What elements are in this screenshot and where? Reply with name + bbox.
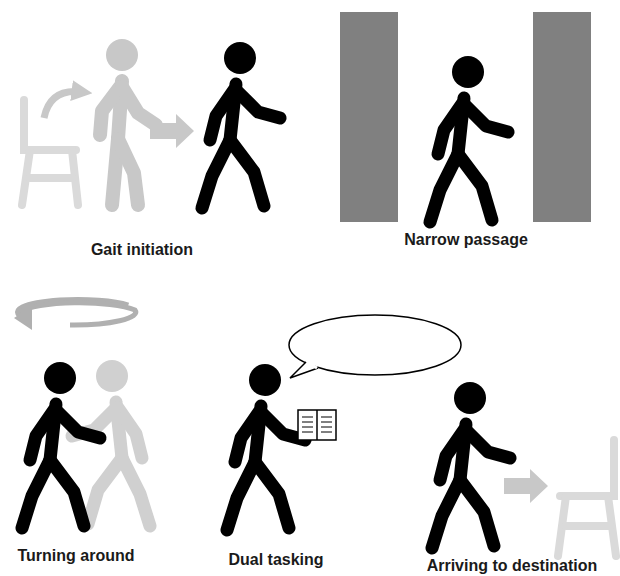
turn-arrow-head [14,306,32,330]
wall [340,12,398,222]
panel-caption: Dual tasking [228,550,323,570]
walking-figure-ghost [72,360,150,526]
walking-figure [202,42,280,208]
walking-figure [22,362,100,528]
panel-caption: Turning around [17,546,134,566]
block-arrow [504,469,548,503]
panel-caption: Gait initiation [91,240,193,260]
speech-bubble [289,315,461,378]
block-arrow [150,114,194,148]
panel-caption: Narrow passage [404,230,528,250]
turn-arrow-outline [20,303,136,325]
chair-symbol [558,440,616,556]
walking-figure [227,364,305,530]
standing-figure [100,39,156,205]
chair-symbol [22,100,78,205]
wall [533,12,591,222]
walking-figure [430,56,508,222]
curved-arrow [44,92,82,118]
panel-caption: Arriving to destination [427,556,598,576]
walking-figure [432,382,510,548]
book-symbol [298,410,336,440]
